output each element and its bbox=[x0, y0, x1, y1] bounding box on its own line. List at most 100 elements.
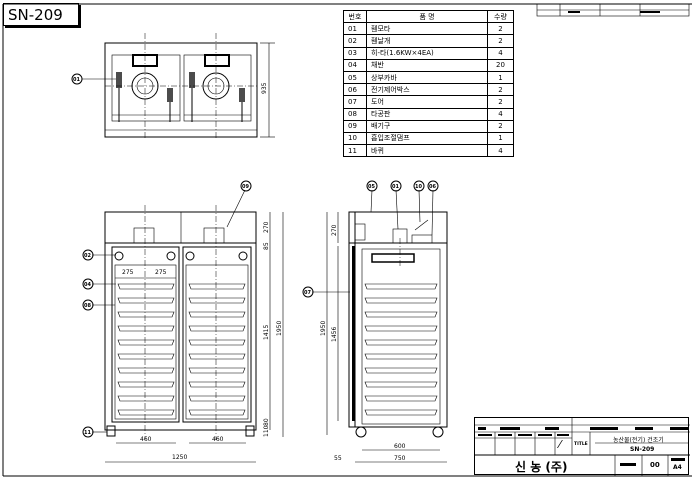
title-label: TITLE bbox=[574, 442, 588, 447]
balloon: 09 bbox=[226, 180, 252, 228]
drawing-title: 농산물(전기) 건조기 bbox=[613, 437, 664, 444]
part-quantity: 1 bbox=[487, 70, 514, 85]
part-quantity: 1 bbox=[487, 131, 514, 146]
balloon: 04 bbox=[82, 278, 116, 290]
tray-icon bbox=[117, 367, 175, 374]
tray-icon bbox=[364, 395, 438, 402]
fan-motor-icon bbox=[166, 251, 176, 261]
front-view: 270 85 1415 1950 80 110 275 275 460 460 … bbox=[82, 180, 284, 463]
part-quantity: 2 bbox=[487, 83, 514, 97]
company-name: 신 농 (주) bbox=[515, 460, 568, 474]
part-quantity: 2 bbox=[487, 95, 514, 109]
dim-side-top: 270 bbox=[331, 224, 338, 236]
tray-icon bbox=[117, 381, 175, 388]
svg-text:07: 07 bbox=[304, 290, 311, 296]
tray-icon bbox=[188, 409, 246, 416]
part-quantity: 2 bbox=[487, 22, 514, 36]
heater-icon bbox=[116, 72, 122, 88]
svg-text:10: 10 bbox=[415, 184, 422, 190]
fan-motor-icon bbox=[185, 251, 195, 261]
header-qty: 수량 bbox=[487, 9, 514, 24]
tray-icon bbox=[188, 325, 246, 332]
tray-icon bbox=[364, 381, 438, 388]
part-name: 히-타(1.6KW×4EA) bbox=[366, 46, 488, 60]
part-name: 상부카바 bbox=[366, 70, 488, 85]
side-view: 270 1950 1456 600 750 55 05 01 10 06 bbox=[302, 180, 448, 463]
header-name: 품 명 bbox=[366, 9, 488, 24]
part-number: 04 bbox=[343, 58, 367, 72]
svg-text:09: 09 bbox=[242, 184, 249, 190]
dim-side-total: 1950 bbox=[320, 321, 327, 336]
tray-icon bbox=[188, 311, 246, 318]
part-name: 전기제어박스 bbox=[366, 83, 488, 97]
paper-size: A4 bbox=[673, 464, 682, 471]
balloon: 08 bbox=[82, 299, 115, 311]
part-number: 08 bbox=[343, 107, 367, 121]
tray-icon bbox=[188, 395, 246, 402]
part-quantity: 2 bbox=[487, 34, 514, 48]
tray-icon bbox=[188, 381, 246, 388]
tray-icon bbox=[117, 311, 175, 318]
part-name: 배기구 bbox=[366, 119, 488, 133]
top-view: 935 01 bbox=[71, 33, 275, 140]
tray-icon bbox=[364, 409, 438, 416]
part-number: 11 bbox=[343, 144, 367, 158]
balloon: 05 bbox=[366, 180, 378, 213]
part-name: 흡입조절댐프 bbox=[366, 131, 488, 146]
part-number: 05 bbox=[343, 70, 367, 85]
tray-icon bbox=[188, 367, 246, 374]
dim-front-inner: 1415 bbox=[263, 325, 270, 340]
balloon: 10 bbox=[413, 180, 425, 223]
caster-icon bbox=[106, 425, 116, 437]
part-quantity: 4 bbox=[487, 107, 514, 121]
svg-text:05: 05 bbox=[368, 184, 375, 190]
tray-icon bbox=[364, 353, 438, 360]
part-number: 03 bbox=[343, 46, 367, 60]
dim-front-gap: 85 bbox=[263, 242, 270, 250]
dim-side-door: 1456 bbox=[331, 327, 338, 342]
balloon: 01 bbox=[390, 180, 402, 230]
tray-icon bbox=[117, 339, 175, 346]
tray-icon bbox=[117, 395, 175, 402]
dim-top-depth: 935 bbox=[261, 82, 268, 94]
tray-icon bbox=[188, 339, 246, 346]
part-number: 02 bbox=[343, 34, 367, 48]
dim-front-bottom2: 110 bbox=[263, 425, 270, 437]
part-name: 타공판 bbox=[366, 107, 488, 121]
dim-front-half2: 275 bbox=[155, 269, 167, 276]
part-number: 09 bbox=[343, 119, 367, 133]
part-quantity: 4 bbox=[487, 144, 514, 158]
tray-icon bbox=[117, 325, 175, 332]
dim-front-half1: 275 bbox=[122, 269, 134, 276]
svg-text:01: 01 bbox=[392, 184, 399, 190]
title-block: ⁄ TITLE 농산물(전기) 건조기 SN-209 신 농 (주) 00 A4 bbox=[474, 417, 690, 476]
tray-icon bbox=[364, 325, 438, 332]
dim-side-door-thickness: 55 bbox=[334, 455, 342, 462]
dim-front-w1: 460 bbox=[140, 436, 152, 443]
svg-text:06: 06 bbox=[429, 184, 436, 190]
dim-front-top: 270 bbox=[263, 221, 270, 233]
caster-icon bbox=[355, 426, 367, 438]
balloon: 06 bbox=[427, 180, 439, 236]
part-quantity: 4 bbox=[487, 46, 514, 60]
part-quantity: 2 bbox=[487, 119, 514, 133]
part-quantity: 20 bbox=[487, 58, 514, 72]
heater-icon bbox=[239, 88, 245, 102]
dim-side-depth: 750 bbox=[394, 455, 406, 462]
balloon: 01 bbox=[73, 77, 80, 83]
svg-text:11: 11 bbox=[84, 430, 91, 436]
dim-front-w2: 460 bbox=[212, 436, 224, 443]
balloon: 02 bbox=[82, 249, 116, 261]
tray-icon bbox=[188, 297, 246, 304]
tray-icon bbox=[364, 297, 438, 304]
part-name: 휀날개 bbox=[366, 34, 488, 48]
part-name: 채반 bbox=[366, 58, 488, 72]
